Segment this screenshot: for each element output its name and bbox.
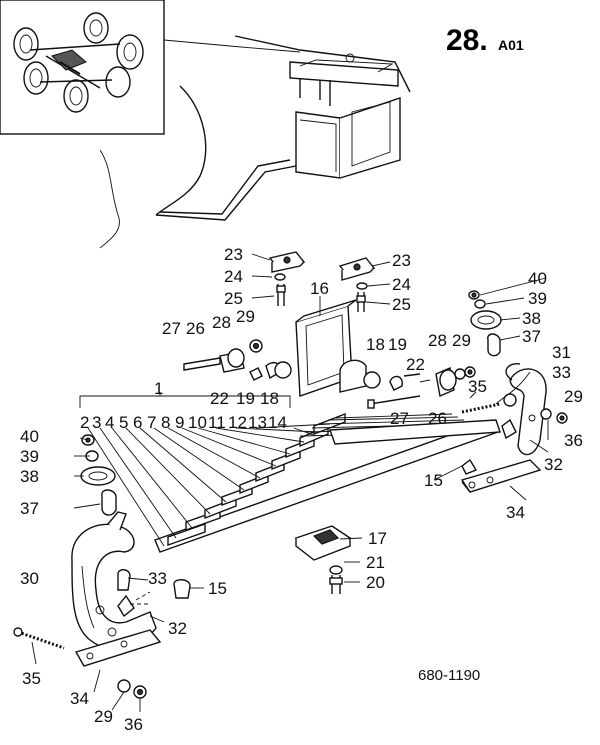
callout-23-left: 23 xyxy=(224,245,243,264)
vehicle-axle-sketch xyxy=(13,12,144,113)
callout-22-right: 22 xyxy=(406,355,425,374)
callout-32-right: 32 xyxy=(544,455,563,474)
callout-22-left: 22 xyxy=(210,389,229,408)
callout-15-right: 15 xyxy=(424,471,443,490)
part-callouts: 23 23 24 24 25 25 16 27 26 28 29 22 19 1… xyxy=(20,245,583,734)
callout-25-right: 25 xyxy=(392,295,411,314)
leaf-number-11: 11 xyxy=(208,413,226,432)
callout-36-right: 36 xyxy=(564,431,583,450)
callout-29-left-lower: 29 xyxy=(94,707,113,726)
callout-34-left: 34 xyxy=(70,689,89,708)
callout-23-right: 23 xyxy=(392,251,411,270)
clamp-plate-left xyxy=(268,251,306,306)
callout-16: 16 xyxy=(310,279,329,298)
callout-40-right: 40 xyxy=(528,269,547,288)
axle-plate-17 xyxy=(294,525,352,594)
callout-19-right: 19 xyxy=(388,335,407,354)
drawing-reference-number: 680-1190 xyxy=(418,667,480,684)
leaf-number-8: 8 xyxy=(161,413,170,432)
callout-25-left: 25 xyxy=(224,289,243,308)
shackle-left-parts xyxy=(183,339,292,381)
leaf-number-2: 2 xyxy=(80,413,89,432)
callout-31: 31 xyxy=(552,343,571,362)
callout-27-left: 27 xyxy=(162,319,181,338)
callout-24-left: 24 xyxy=(224,267,243,286)
section-number: 28. xyxy=(446,24,488,57)
callout-20: 20 xyxy=(366,573,385,592)
callout-39-left: 39 xyxy=(20,447,39,466)
leaf-number-6: 6 xyxy=(133,413,142,432)
leaf-number-row: 2 3 4 5 6 7 8 9 10 11 12 13 14 xyxy=(80,413,287,432)
callout-28-right: 28 xyxy=(428,331,447,350)
callout-18-left: 18 xyxy=(260,389,279,408)
callout-19-left: 19 xyxy=(236,389,255,408)
callout-34-right: 34 xyxy=(506,503,525,522)
section-suffix: A01 xyxy=(498,37,524,53)
callout-28-left: 28 xyxy=(212,313,231,332)
chassis-frame xyxy=(99,35,411,249)
callout-15-left: 15 xyxy=(208,579,227,598)
callout-29-right: 29 xyxy=(452,331,471,350)
callout-40-left: 40 xyxy=(20,427,39,446)
leaf-number-13: 13 xyxy=(248,413,267,432)
callout-35-right: 35 xyxy=(468,377,487,396)
callout-29-right-lower: 29 xyxy=(564,387,583,406)
leaf-number-10: 10 xyxy=(188,413,207,432)
leader-lines xyxy=(31,253,549,712)
leaf-number-5: 5 xyxy=(119,413,128,432)
buffer-stack-left xyxy=(80,434,117,516)
callout-39-right: 39 xyxy=(528,289,547,308)
leaf-number-14: 14 xyxy=(268,413,287,432)
callout-30: 30 xyxy=(20,569,39,588)
callout-37-left: 37 xyxy=(20,499,39,518)
callout-21: 21 xyxy=(366,553,385,572)
callout-35-left: 35 xyxy=(22,669,41,688)
callout-29-left: 29 xyxy=(236,307,255,326)
callout-26-left: 26 xyxy=(186,319,205,338)
leaf-number-9: 9 xyxy=(175,413,184,432)
front-hanger-left xyxy=(13,511,191,699)
leaf-number-7: 7 xyxy=(147,413,156,432)
clamp-plate-right xyxy=(338,257,376,312)
callout-17: 17 xyxy=(368,529,387,548)
buffer-stack-right xyxy=(468,290,502,357)
shackle-right-parts xyxy=(363,366,501,414)
callout-18-right: 18 xyxy=(366,335,385,354)
callout-32-left: 32 xyxy=(168,619,187,638)
callout-33-left: 33 xyxy=(148,569,167,588)
rear-hanger-right xyxy=(460,363,568,493)
callout-36-left: 36 xyxy=(124,715,143,734)
callout-33-right: 33 xyxy=(552,363,571,382)
callout-37-right: 37 xyxy=(522,327,541,346)
callout-38-right: 38 xyxy=(522,309,541,328)
section-title: 28. A01 xyxy=(446,24,524,57)
callout-24-right: 24 xyxy=(392,275,411,294)
callout-38-left: 38 xyxy=(20,467,39,486)
callout-1-spring-assembly: 1 xyxy=(154,379,163,398)
leaf-number-4: 4 xyxy=(105,413,114,432)
spring-bracket-16 xyxy=(295,299,367,397)
leaf-number-3: 3 xyxy=(92,413,101,432)
callout-27-right: 27 xyxy=(390,409,409,428)
vehicle-inset-thumbnail xyxy=(0,0,165,135)
leaf-number-12: 12 xyxy=(228,413,247,432)
callout-26-right: 26 xyxy=(428,409,447,428)
